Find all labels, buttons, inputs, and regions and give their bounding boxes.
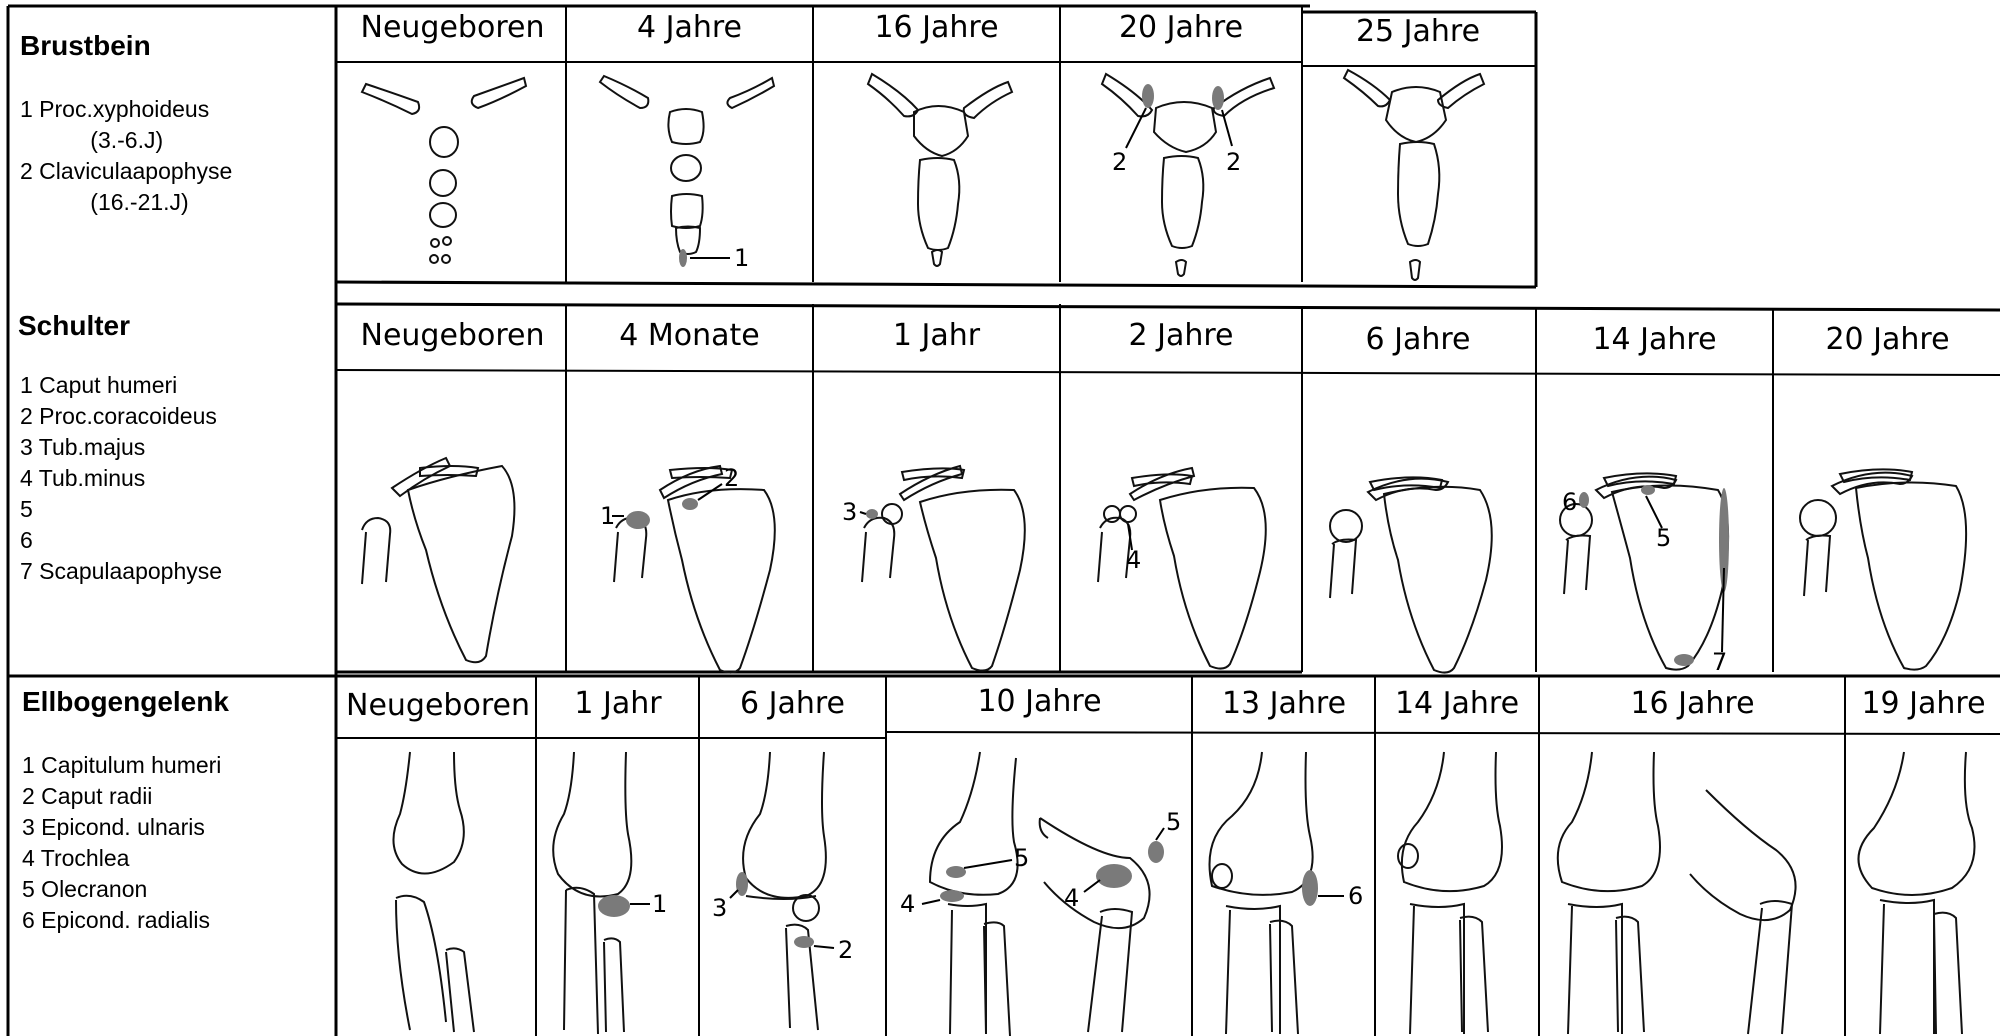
marker-label: 3 [712, 894, 727, 922]
marker-label: 1 [600, 502, 615, 530]
sternum-25-years [1344, 70, 1484, 280]
elbow-10-years: 5 4 4 5 [900, 752, 1181, 1036]
shoulder-4-months: 1 2 [600, 464, 775, 673]
elbow-6-years: 3 2 [712, 752, 853, 1030]
marker-label: 2 [1112, 148, 1127, 176]
elbow-1-year: 1 [553, 752, 667, 1034]
marker-label: 2 [838, 936, 853, 964]
elbow-19-years [1858, 752, 1974, 1034]
marker-label: 7 [1712, 648, 1727, 676]
marker-label: 5 [1014, 844, 1029, 872]
sternum-4-years: 1 [600, 76, 774, 272]
marker-label: 1 [734, 244, 749, 272]
elbow-14-years [1398, 752, 1502, 1034]
shoulder-14-years: 6 5 7 [1560, 473, 1729, 676]
marker-label: 5 [1656, 524, 1671, 552]
elbow-13-years: 6 [1210, 752, 1364, 1034]
marker-label: 5 [1166, 808, 1181, 836]
marker-label: 4 [1064, 884, 1079, 912]
marker-label: 4 [900, 890, 915, 918]
marker-label: 4 [1126, 546, 1141, 574]
shoulder-1-year: 3 [842, 466, 1025, 671]
elbow-16-years [1558, 752, 1796, 1034]
grid-lines [8, 6, 2000, 1036]
marker-label: 3 [842, 498, 857, 526]
marker-label: 1 [652, 890, 667, 918]
shoulder-6-years [1330, 477, 1492, 672]
elbow-newborn [393, 752, 474, 1032]
sternum-newborn [362, 78, 526, 263]
sternum-20-years: 2 2 [1102, 74, 1274, 276]
shoulder-newborn [362, 458, 514, 662]
shoulder-20-years [1800, 469, 1966, 669]
marker-label: 2 [724, 464, 739, 492]
shoulder-2-years: 4 [1098, 468, 1266, 669]
marker-label: 2 [1226, 148, 1241, 176]
sternum-16-years [868, 74, 1012, 266]
marker-label: 6 [1348, 882, 1363, 910]
marker-label: 6 [1562, 488, 1577, 516]
